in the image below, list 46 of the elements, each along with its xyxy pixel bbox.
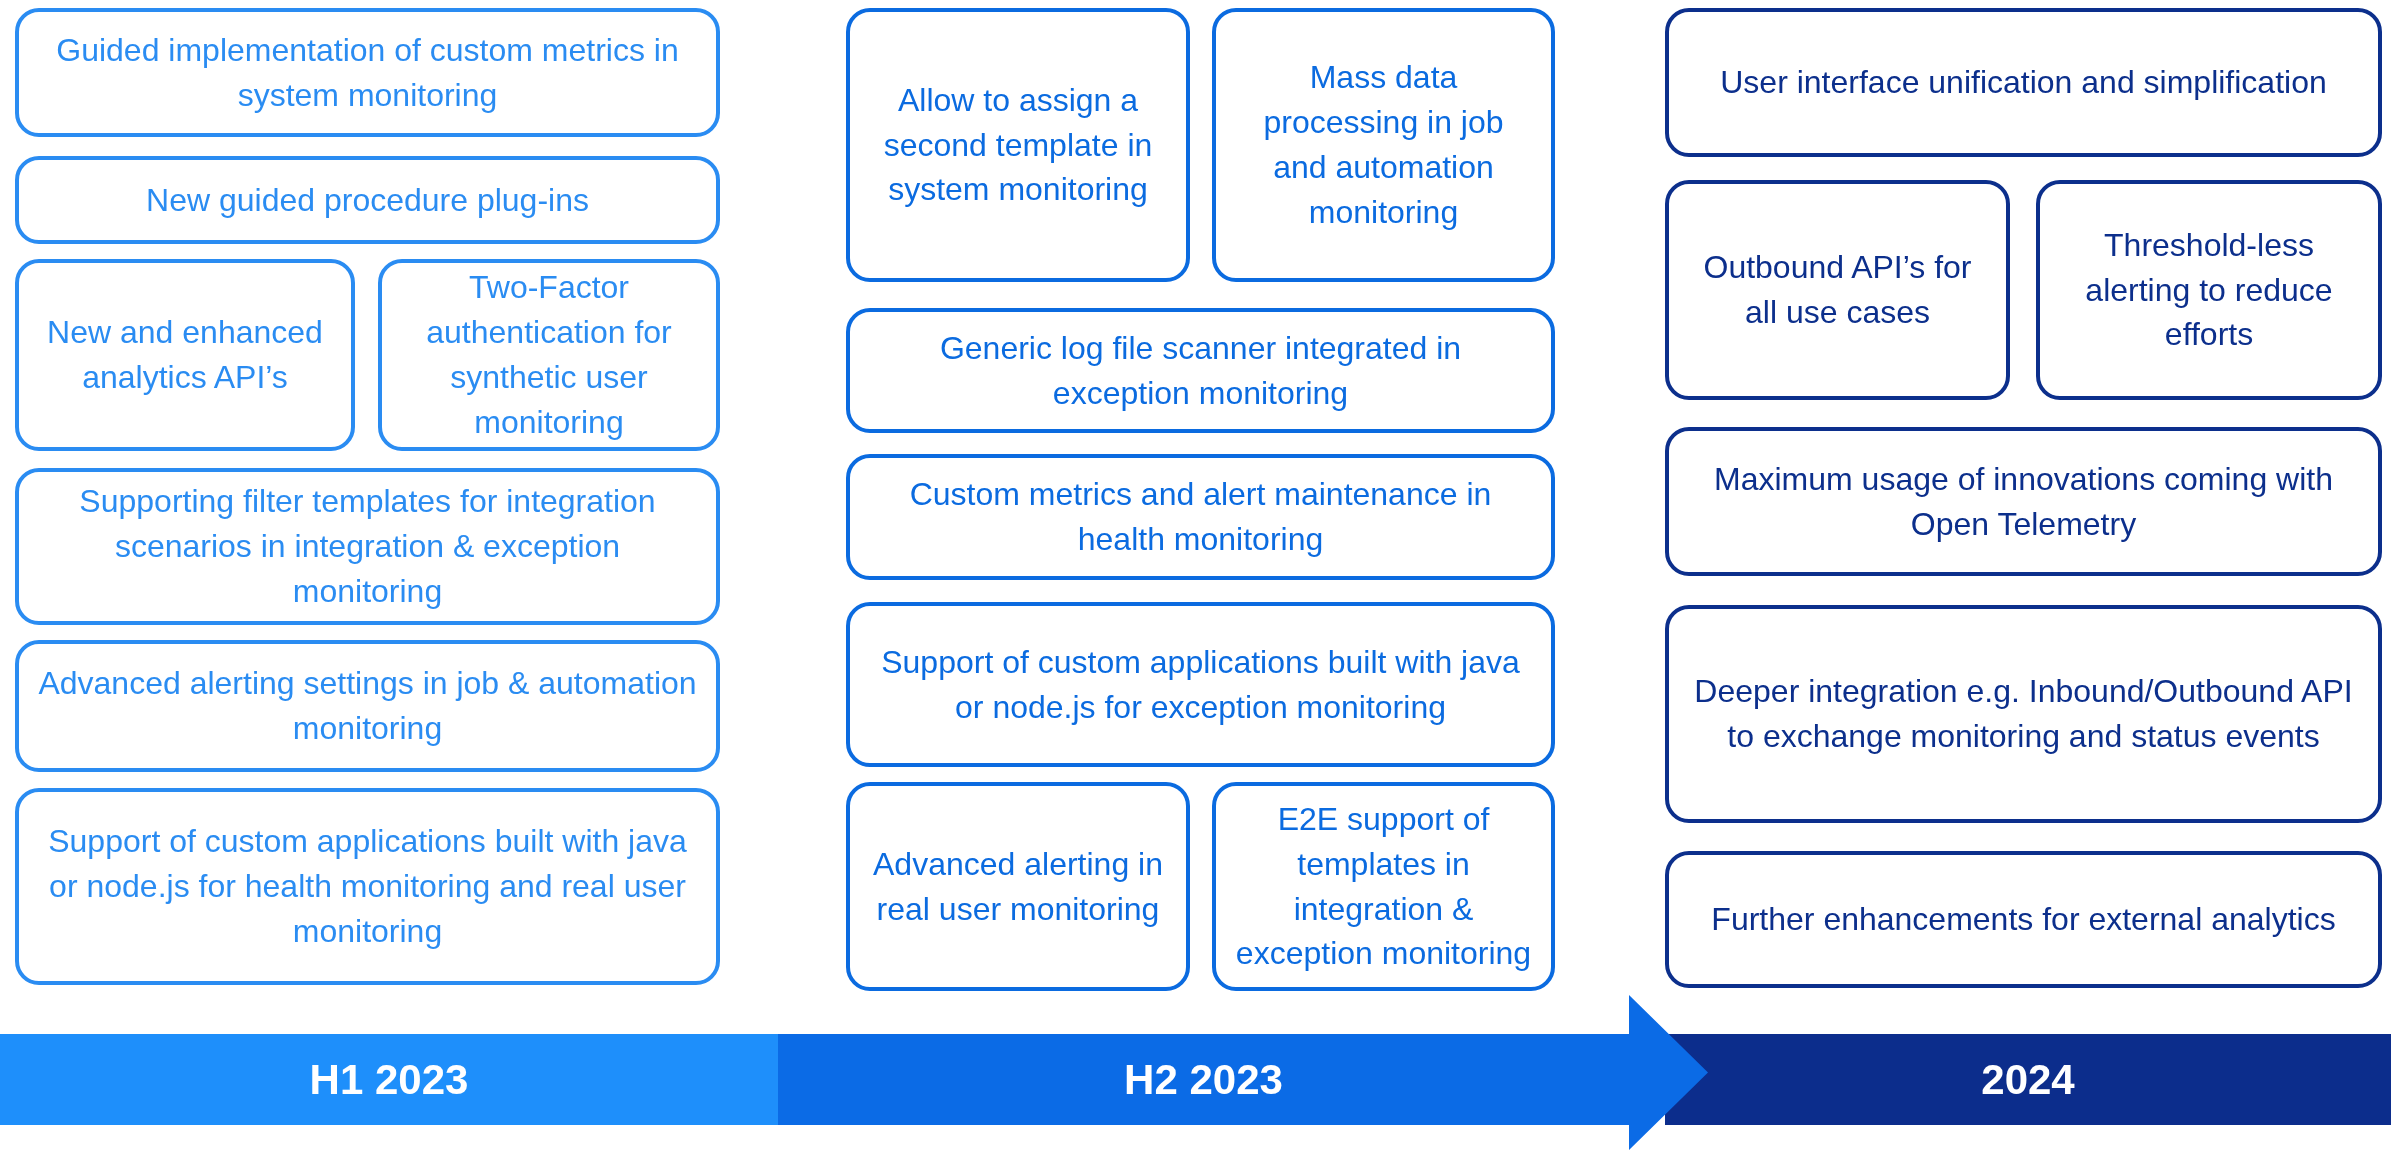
period-label: 2024 bbox=[1981, 1055, 2075, 1104]
timeline-band bbox=[1665, 1034, 2391, 1125]
roadmap-item-box bbox=[15, 788, 720, 985]
item-text: Supporting filter templates for integration scenarios in integration & exception monitoring bbox=[78, 482, 657, 611]
item-text: Two-Factor authentication for synthetic user monitoring bbox=[425, 268, 673, 442]
roadmap-item-box bbox=[1665, 8, 2382, 157]
item-text: Threshold-less alerting to reduce efforts bbox=[2084, 225, 2334, 355]
item-text: Support of custom applications built with java or node.js for exception monitoring bbox=[880, 642, 1521, 727]
roadmap-item-box bbox=[15, 259, 355, 451]
item-text: Support of custom applications built with java or node.js for health monitoring and real user monitoring bbox=[47, 822, 688, 951]
item-text: Deeper integration e.g. Inbound/Outbound API to exchange monitoring and status events bbox=[1693, 672, 2354, 756]
timeline-arrow-band bbox=[778, 995, 1708, 1150]
roadmap-item-box bbox=[1665, 180, 2010, 400]
roadmap-item-box bbox=[1665, 427, 2382, 576]
roadmap-item-box bbox=[15, 640, 720, 772]
roadmap-item-box bbox=[846, 308, 1555, 433]
roadmap-item-box bbox=[846, 782, 1190, 991]
period-label: H1 2023 bbox=[309, 1055, 469, 1104]
roadmap-item-box bbox=[1665, 851, 2382, 988]
item-text: Custom metrics and alert maintenance in health monitoring bbox=[908, 475, 1493, 559]
roadmap-item-box bbox=[1212, 8, 1555, 282]
roadmap-item-box bbox=[378, 259, 720, 451]
roadmap-item-box bbox=[15, 468, 720, 625]
item-text: Guided implementation of custom metrics in system monitoring bbox=[55, 30, 680, 115]
roadmap-item-box bbox=[1665, 605, 2382, 823]
item-text: Further enhancements for external analytics bbox=[1711, 900, 2336, 940]
item-text: User interface unification and simplification bbox=[1720, 63, 2327, 103]
item-text: New and enhanced analytics API’s bbox=[46, 313, 324, 397]
roadmap-item-box bbox=[846, 602, 1555, 767]
roadmap-item-box bbox=[846, 454, 1555, 580]
item-text: Outbound API’s for all use cases bbox=[1702, 248, 1973, 332]
roadmap-item-box bbox=[1212, 782, 1555, 991]
item-text: Advanced alerting settings in job & automation monitoring bbox=[37, 664, 698, 748]
item-text: Generic log file scanner integrated in exception monitoring bbox=[938, 328, 1463, 413]
timeline-band bbox=[0, 1034, 778, 1125]
roadmap-item-box bbox=[846, 8, 1190, 282]
item-text: Mass data processing in job and automation monitoring bbox=[1262, 58, 1505, 232]
item-text: Allow to assign a second template in system monitoring bbox=[882, 80, 1154, 210]
roadmap-item-box bbox=[15, 8, 720, 137]
item-text: E2E support of templates in integration & exception monitoring bbox=[1234, 799, 1533, 974]
item-text: New guided procedure plug-ins bbox=[146, 180, 589, 220]
period-label: H2 2023 bbox=[1123, 1054, 1284, 1105]
item-text: Maximum usage of innovations coming with Open Telemetry bbox=[1713, 459, 2334, 544]
roadmap-item-box bbox=[15, 156, 720, 244]
roadmap-item-box bbox=[2036, 180, 2382, 400]
item-text: Advanced alerting in real user monitoring bbox=[872, 844, 1164, 929]
